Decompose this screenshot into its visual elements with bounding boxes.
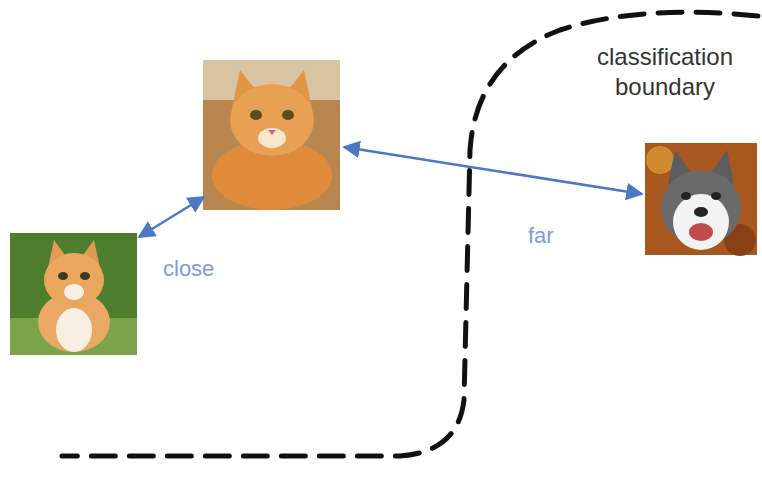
boundary-label: classification boundary — [572, 42, 758, 102]
distance-arrow — [139, 197, 204, 237]
dog-photo — [645, 143, 757, 256]
cat-photo — [10, 233, 137, 355]
distance-arrow — [344, 147, 642, 194]
cat-photo — [203, 60, 340, 210]
distance-label: far — [528, 222, 588, 250]
boundary-curve — [62, 12, 758, 456]
distance-label: close — [163, 255, 253, 283]
